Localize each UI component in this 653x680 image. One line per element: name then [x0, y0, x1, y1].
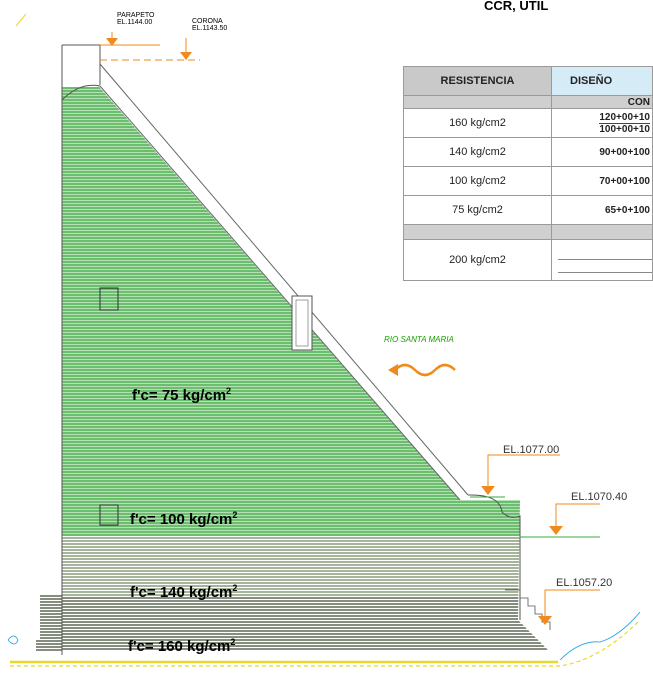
row-design: 65+0+100 — [551, 195, 653, 225]
row-design: 90+00+100 — [551, 137, 653, 167]
row-resistance: 75 kg/cm2 — [403, 195, 552, 225]
river-wave-icon — [394, 363, 456, 377]
elevation-1070: EL.1070.40 — [571, 491, 627, 503]
table-row: 100 kg/cm2 70+00+100 — [403, 166, 653, 196]
gallery-upper — [99, 287, 119, 311]
ground-profile-lower — [10, 619, 641, 667]
gallery-downstream — [291, 295, 313, 351]
table-row: 140 kg/cm2 90+00+100 — [403, 137, 653, 167]
col-header-resistencia: RESISTENCIA — [403, 66, 552, 96]
corona-label: CORONA — [192, 18, 223, 25]
el1057-marker-icon — [538, 616, 552, 625]
subheader-con: CON — [551, 95, 653, 109]
corona-marker-icon — [180, 52, 192, 60]
ground-line — [10, 619, 641, 667]
elevation-1057: EL.1057.20 — [556, 577, 612, 589]
gallery-lower — [99, 504, 119, 526]
zone-label-75: f'c= 75 kg/cm2 — [132, 386, 231, 404]
corona-elevation: EL.1143.50 — [192, 25, 227, 32]
col-header-diseno: DISEÑO — [551, 66, 653, 96]
parapeto-marker-icon — [106, 38, 118, 46]
zone-label-160: f'c= 160 kg/cm2 — [128, 637, 235, 655]
row-resistance: 140 kg/cm2 — [403, 137, 552, 167]
table-row: 75 kg/cm2 65+0+100 — [403, 195, 653, 225]
zone-label-140: f'c= 140 kg/cm2 — [130, 583, 237, 601]
crest-curve — [61, 84, 101, 101]
table-row: 200 kg/cm2 — [403, 239, 653, 281]
mix-design-table: RESISTENCIA DISEÑO CON 160 kg/cm2 120+00… — [403, 66, 653, 281]
row-resistance: 200 kg/cm2 — [403, 239, 552, 281]
river-label: RIO SANTA MARIA — [384, 335, 454, 344]
toe-outline — [467, 494, 521, 620]
row-resistance: 100 kg/cm2 — [403, 166, 552, 196]
row-design: 120+00+10 — [599, 111, 650, 123]
el1077-marker-icon — [481, 486, 495, 495]
downstream-step-line — [99, 85, 461, 501]
elevation-1077: EL.1077.00 — [503, 444, 559, 456]
crest-outline — [62, 44, 101, 85]
parapeto-elevation: EL.1144.00 — [117, 19, 152, 26]
page-title-fragment: CCR, UTIL — [484, 0, 548, 13]
row-design: 70+00+100 — [551, 166, 653, 196]
row-design-alt: 100+00+10 — [599, 122, 650, 135]
downstream-face-line — [99, 63, 469, 496]
zone-label-100: f'c= 100 kg/cm2 — [130, 510, 237, 528]
row-resistance: 160 kg/cm2 — [403, 108, 552, 138]
parapeto-label: PARAPETO — [117, 12, 155, 19]
el1070-marker-icon — [549, 526, 563, 535]
